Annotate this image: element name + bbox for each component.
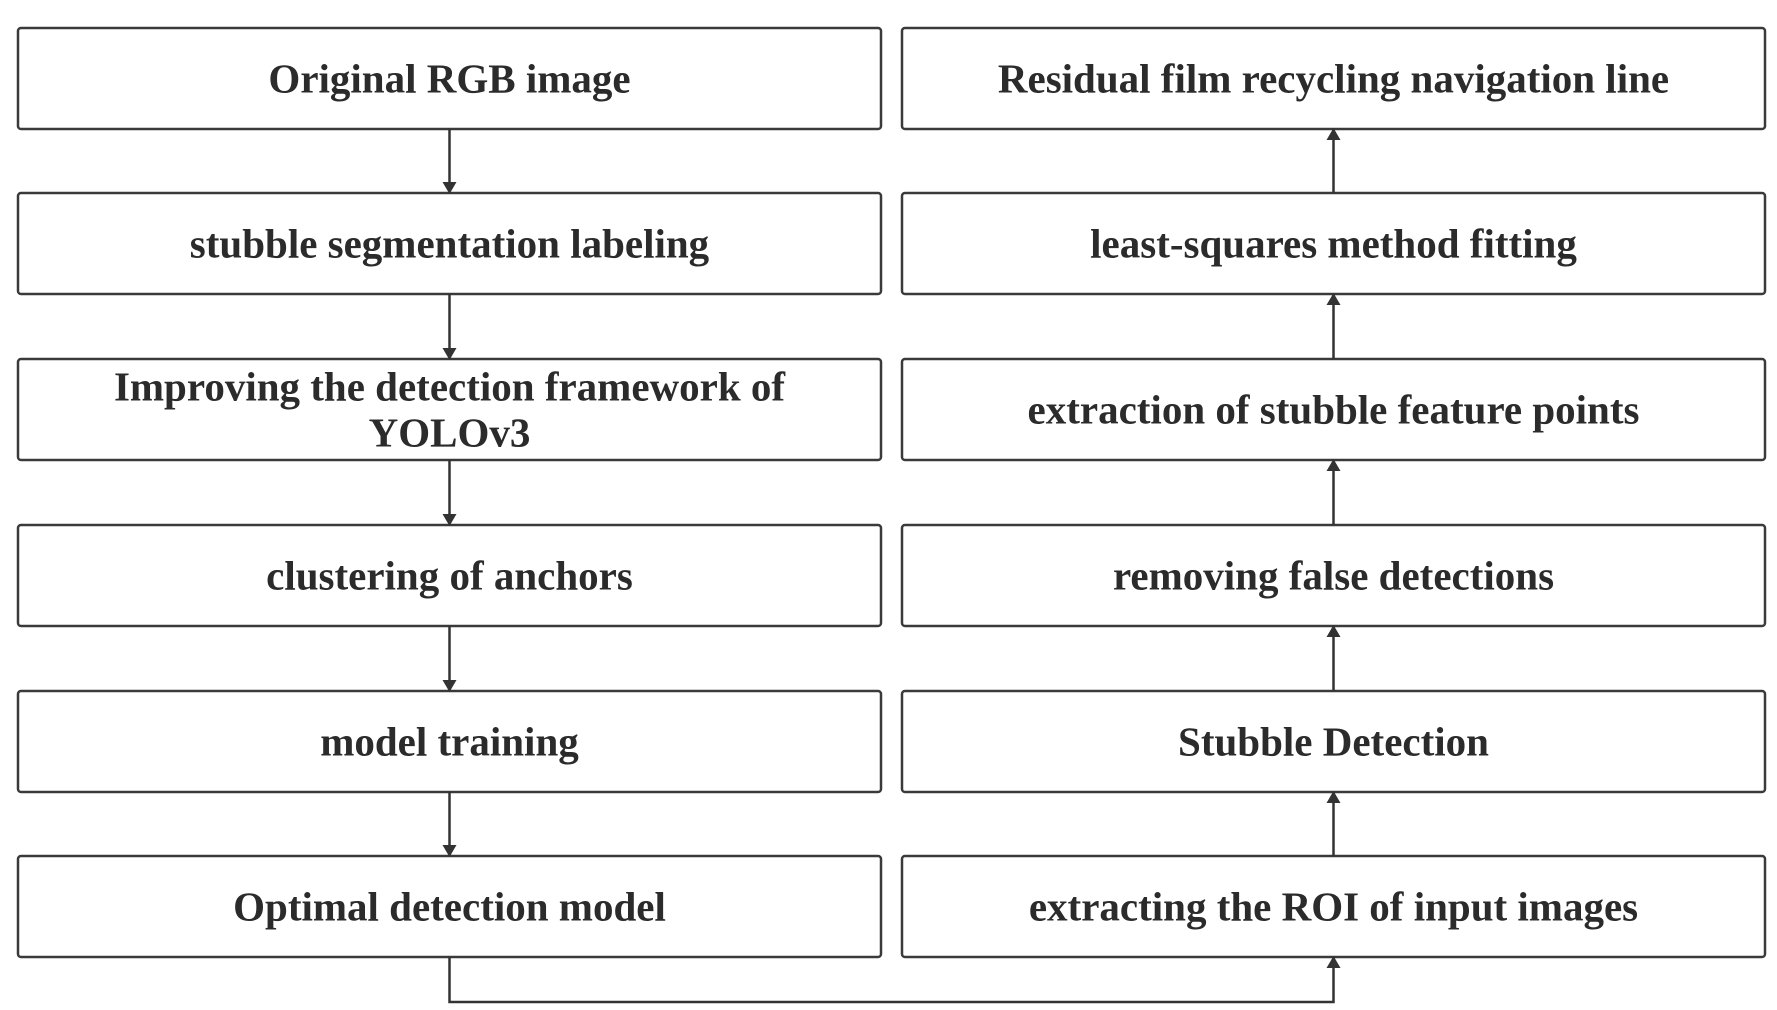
arrow-connector-left-to-right: [448, 956, 1341, 1004]
node-label: Improving the detection framework of: [114, 364, 786, 410]
node-model-training: model training: [16, 689, 883, 794]
node-label: clustering of anchors: [266, 553, 633, 599]
node-optimal-detection-model: Optimal detection model: [16, 854, 883, 959]
node-label: Stubble Detection: [1178, 719, 1489, 765]
node-residual-film-navigation-line: Residual film recycling navigation line: [900, 26, 1767, 131]
node-extraction-feature-points: extraction of stubble feature points: [900, 357, 1767, 462]
node-improving-detection-framework: Improving the detection framework ofYOLO…: [16, 357, 883, 462]
node-label: stubble segmentation labeling: [190, 221, 710, 267]
node-stubble-detection: Stubble Detection: [900, 689, 1767, 794]
node-label: Residual film recycling navigation line: [998, 56, 1669, 102]
node-label: extracting the ROI of input images: [1029, 884, 1638, 930]
node-clustering-of-anchors: clustering of anchors: [16, 523, 883, 628]
node-original-rgb-image: Original RGB image: [16, 26, 883, 131]
node-least-squares-fitting: least-squares method fitting: [900, 191, 1767, 296]
node-label: extraction of stubble feature points: [1028, 387, 1640, 433]
node-removing-false-detections: removing false detections: [900, 523, 1767, 628]
node-label: Optimal detection model: [233, 884, 666, 930]
node-label: removing false detections: [1113, 553, 1554, 599]
node-label: Original RGB image: [268, 56, 630, 102]
node-label: YOLOv3: [369, 410, 531, 456]
node-extracting-roi: extracting the ROI of input images: [900, 854, 1767, 959]
node-label: least-squares method fitting: [1090, 221, 1577, 267]
node-stubble-segmentation-labeling: stubble segmentation labeling: [16, 191, 883, 296]
node-label: model training: [320, 719, 579, 765]
